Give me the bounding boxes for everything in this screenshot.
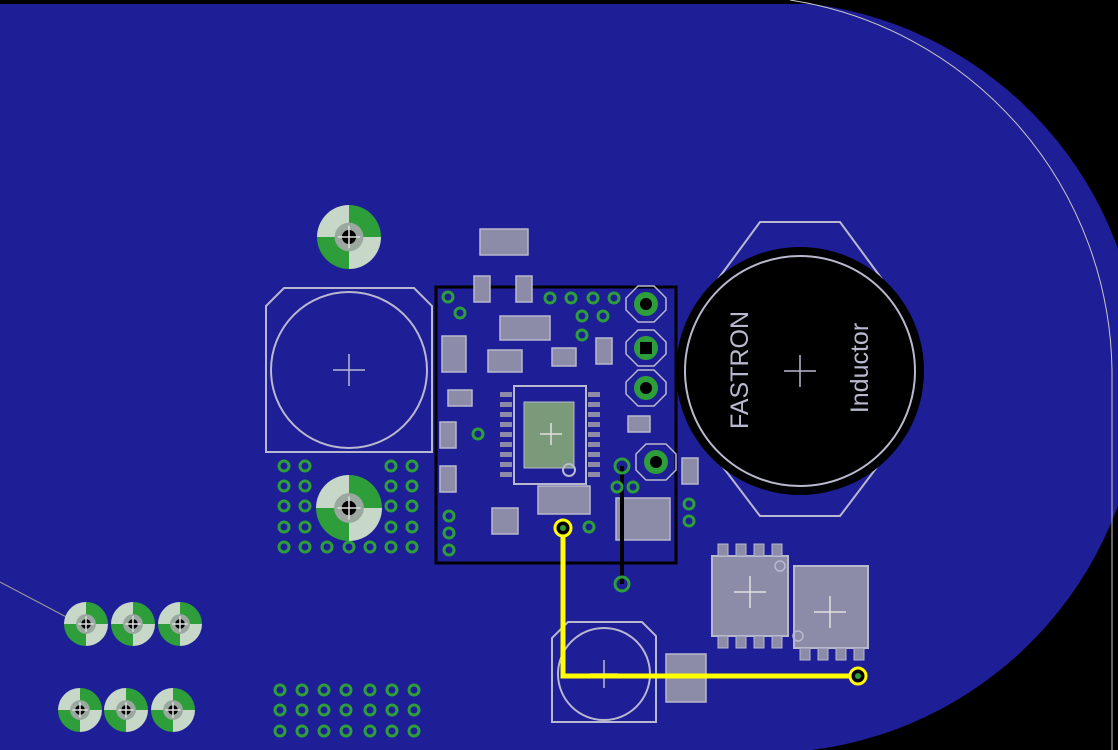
inductor-name-label: Inductor bbox=[846, 323, 874, 413]
inductor-brand-label: FASTRON bbox=[726, 311, 754, 429]
mounting-pad bbox=[151, 688, 195, 732]
mounting-pad bbox=[316, 475, 382, 541]
smd-components bbox=[439, 228, 707, 703]
mounting-pad bbox=[58, 688, 102, 732]
inductor-footprint: FASTRON Inductor bbox=[676, 221, 924, 517]
power-package-right bbox=[792, 565, 869, 661]
copper-pour-region bbox=[0, 4, 1118, 750]
mounting-pads bbox=[58, 205, 382, 732]
mounting-pad bbox=[317, 205, 381, 269]
trace-end-vias bbox=[553, 518, 868, 686]
module-outline bbox=[434, 285, 678, 565]
airwire bbox=[0, 581, 73, 621]
mounting-pad bbox=[111, 602, 155, 646]
ic-qfn-package bbox=[500, 385, 600, 485]
mounting-pad bbox=[64, 602, 108, 646]
mounting-pad bbox=[104, 688, 148, 732]
capacitor-footprint-left bbox=[265, 287, 433, 453]
power-package-left bbox=[711, 543, 789, 649]
highlighted-trace bbox=[560, 528, 858, 679]
mounting-pad bbox=[158, 602, 202, 646]
via-group bbox=[273, 290, 696, 738]
through-hole-header bbox=[625, 285, 677, 481]
board-outline-arc bbox=[789, 0, 1113, 371]
